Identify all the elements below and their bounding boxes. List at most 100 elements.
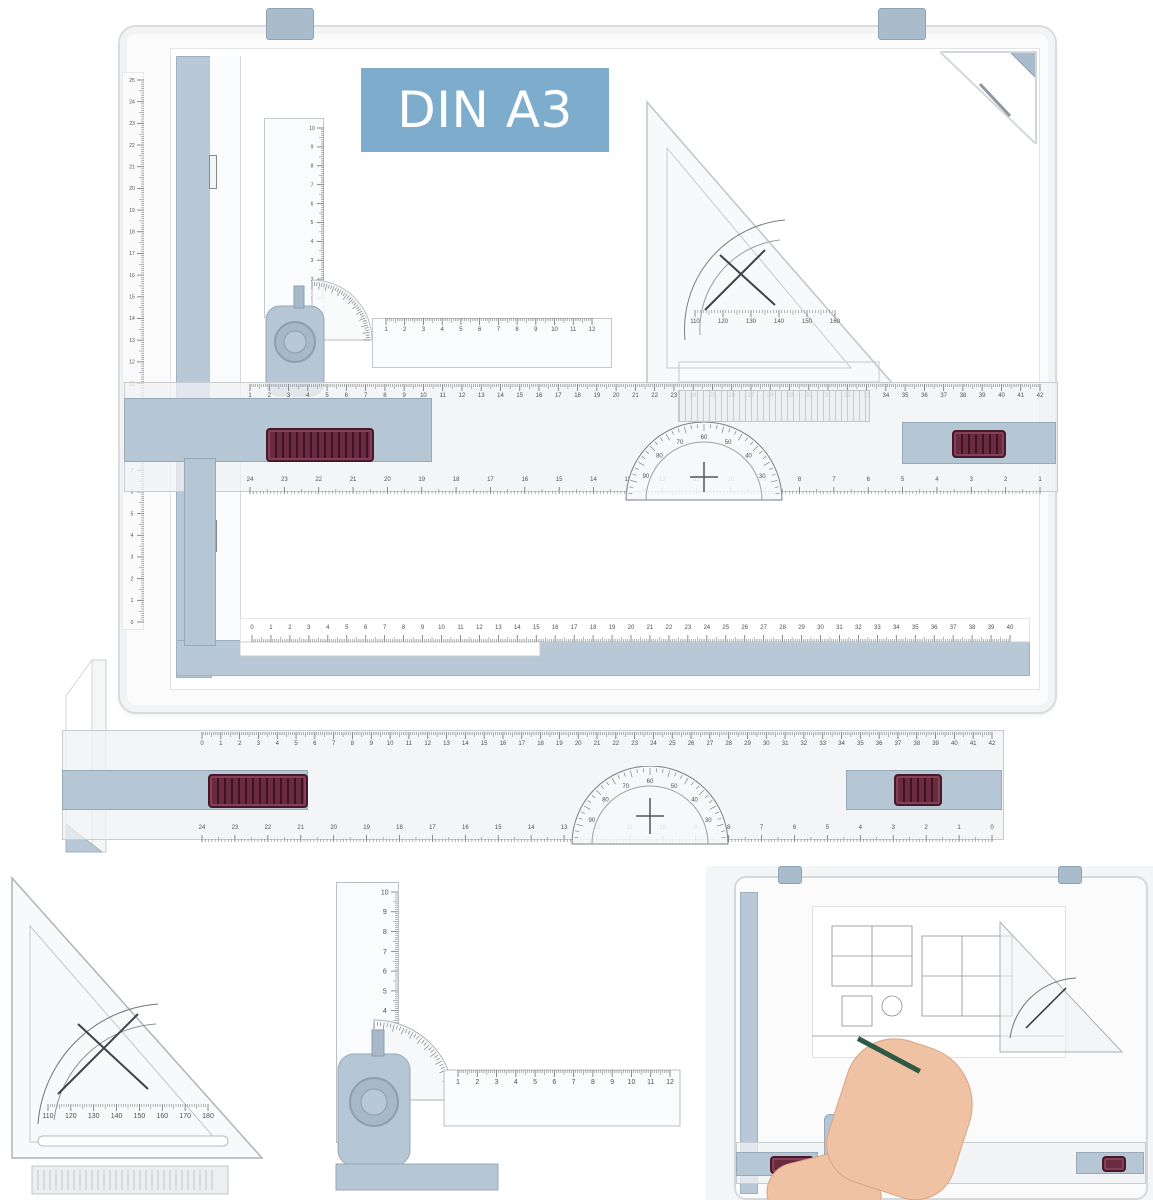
photo-clip-left [778,866,802,884]
head-arc-tick [352,304,359,310]
head-arc-tick [346,295,350,299]
psd-h-label: 7 [572,1079,576,1086]
detail-top-label: 14 [462,741,469,747]
detail-protractor-tick [696,785,700,790]
bottom-ruler-label: 4 [326,625,330,631]
detail-bottom-label: 2 [924,825,928,831]
left-scale-label: 16 [129,273,135,279]
left-lock-knob[interactable] [266,428,374,462]
psd-h-label: 3 [495,1079,499,1086]
paper-clip-left[interactable] [266,8,314,40]
left-scale-label: 1 [131,598,134,604]
detail-top-label: 20 [575,741,582,747]
left-scale-label: 13 [129,338,135,344]
bar-protractor-tick [630,480,638,483]
bottom-ruler-label: 23 [685,625,692,631]
psd-h-label: 9 [610,1079,614,1086]
psd-h-label: 2 [475,1079,479,1086]
detail-protractor-label: 70 [623,784,630,790]
detail-top-label: 36 [876,741,883,747]
left-scale-label: 20 [129,186,135,192]
bar-protractor-tick [763,461,770,466]
square-v-label: 6 [311,201,314,207]
detail-top-label: 17 [518,741,525,747]
detail-bottom-label: 21 [297,825,304,831]
bottom-ruler-label: 38 [969,625,976,631]
paper-clip-right[interactable] [878,8,926,40]
detail-protractor-tick [715,811,720,814]
triangle-label: 160 [830,319,841,325]
parallel-top-label: 15 [516,393,523,399]
detail-top-label: 24 [650,741,657,747]
left-scale-label: 2 [131,576,134,582]
detail-protractor-tick [709,805,716,810]
parallel-bottom-label: 1 [1038,477,1042,483]
triangle-label: 130 [746,319,757,325]
head-arc-tick [348,297,352,301]
bar-protractor-tick [771,473,776,476]
parallel-top-label: 6 [345,393,349,399]
triangle-detail-label: 180 [202,1113,214,1120]
bar-protractor-label: 80 [656,454,663,460]
psd-arc-tick [439,1063,444,1067]
ruler-grip-strip [678,390,870,422]
head-arc-tick [359,312,364,316]
psd-arc-tick [400,1027,405,1035]
head-arc-tick [336,288,340,293]
head-arc-tick [327,284,330,289]
bottom-ruler-label: 32 [855,625,862,631]
parallel-top-label: 13 [478,393,485,399]
bar-protractor-tick [728,428,731,433]
psd-arc-tick [413,1034,417,1038]
detail-bottom-label: 3 [892,825,896,831]
detail-top-label: 30 [763,741,770,747]
detail-protractor-tick [680,774,683,779]
corner-paper-holder[interactable] [940,44,1040,144]
bar-protractor-tick [738,434,743,441]
square-v-label: 10 [309,126,315,132]
protractor-head[interactable] [262,270,382,400]
bottom-ruler-label: 33 [874,625,881,631]
parallel-top-label: 21 [632,393,639,399]
parallel-bottom-label: 4 [935,477,939,483]
psd-arc-tick [389,1023,392,1028]
head-arc-tick [334,287,337,292]
detail-protractor-tick [717,817,722,820]
parallel-top-label: 5 [325,393,329,399]
detail-protractor-tick [674,772,677,777]
detail-protractor-tick [720,830,725,832]
triangle-label: 140 [774,319,785,325]
bar-protractor-tick [654,441,658,446]
detail-top-label: 21 [594,741,601,747]
detail-top-label: 6 [313,741,317,747]
detail-bottom-label: 0 [990,825,994,831]
bottom-ruler-label: 29 [798,625,805,631]
bottom-ruler-label: 40 [1007,625,1014,631]
bar-protractor-tick [684,426,687,434]
psd-arc-tick [430,1049,434,1053]
psd-arc-tick [392,1024,395,1032]
triangle-detail-label: 110 [42,1113,53,1120]
parallel-bottom-label: 3 [970,477,974,483]
rail-slot-top [209,155,217,189]
parallel-top-label: 23 [671,393,678,399]
detail-protractor-tick [587,800,592,803]
detail-bottom-label: 19 [363,825,370,831]
bottom-ruler-label: 17 [571,625,578,631]
photo-clip-right [1058,866,1082,884]
bar-protractor-tick [734,430,737,435]
bar-protractor-tick [665,434,670,441]
right-lock-knob[interactable] [952,430,1006,458]
left-scale-label: 0 [131,620,134,626]
head-arc-tick [331,286,335,293]
parallel-bottom-label: 17 [487,477,494,483]
bar-protractor-tick [774,486,779,488]
detail-top-label: 37 [895,741,902,747]
head-arc-tick [342,292,346,296]
head-arc-tick [364,327,369,329]
left-scale-label: 19 [129,208,135,214]
din-a3-badge: DIN A3 [361,68,609,152]
parallel-bottom-label: 22 [315,477,322,483]
detail-top-label: 1 [219,741,223,747]
